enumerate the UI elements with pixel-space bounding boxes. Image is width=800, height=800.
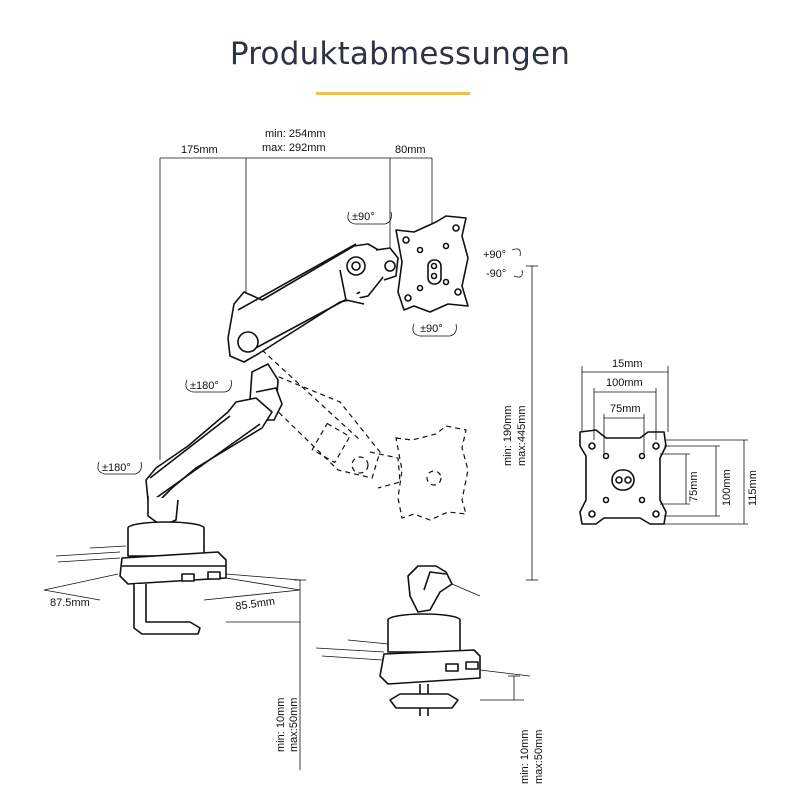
arm-alternate-position (261, 349, 469, 521)
rotation-swivel-bottom: ±90° (412, 323, 457, 337)
vesa-height-100-label: 100mm (721, 469, 733, 506)
vesa-height-115-label: 115mm (747, 470, 759, 506)
grommet-mount (315, 565, 531, 716)
rotation-base: ±180° (97, 461, 142, 475)
vesa-height-75-label: 75mm (688, 471, 700, 502)
title-underline (316, 92, 470, 95)
base-dimension-lines (43, 573, 306, 770)
vesa-top-offset-label: 15mm (612, 358, 643, 370)
rotation-swivel-top: ±90° (347, 211, 392, 225)
svg-text:+90°: +90° (483, 249, 506, 261)
svg-text:±180°: ±180° (190, 380, 219, 392)
lower-arm (145, 363, 283, 527)
vesa-plate-upper (395, 215, 469, 313)
grommet-max-label: max:50mm (533, 730, 545, 784)
height-min-label: min: 190mm (502, 405, 514, 466)
svg-text:-90°: -90° (486, 268, 506, 280)
vesa-width-100-label: 100mm (606, 377, 643, 389)
clamp-min-label: min: 10mm (275, 698, 287, 752)
grommet-dimension-lines (480, 675, 524, 701)
base-width-label: 85.5mm (235, 596, 276, 613)
arm-extension-max-label: max: 292mm (262, 142, 326, 154)
arm-extension-min-label: min: 254mm (265, 128, 326, 140)
svg-text:±180°: ±180° (102, 462, 131, 474)
vesa-dimension-lines (581, 366, 748, 525)
height-max-label: max:445mm (516, 405, 528, 466)
rotation-tilt: +90° -90° (483, 248, 523, 280)
upper-arm (227, 243, 399, 363)
height-dimension-line (526, 265, 538, 581)
svg-text:±90°: ±90° (352, 211, 375, 223)
clamp-max-label: max:50mm (288, 698, 300, 752)
width-right-label: 80mm (395, 144, 426, 156)
width-left-label: 175mm (181, 144, 218, 156)
vesa-detail-plate (579, 429, 667, 525)
page-title: Produktabmessungen (229, 36, 571, 72)
rotation-elbow: ±180° (185, 379, 232, 393)
grommet-min-label: min: 10mm (519, 730, 531, 784)
desk-clamp-main (55, 521, 301, 635)
svg-text:±90°: ±90° (420, 323, 443, 335)
base-depth-label: 87.5mm (50, 597, 90, 609)
vesa-width-75-label: 75mm (610, 403, 641, 415)
